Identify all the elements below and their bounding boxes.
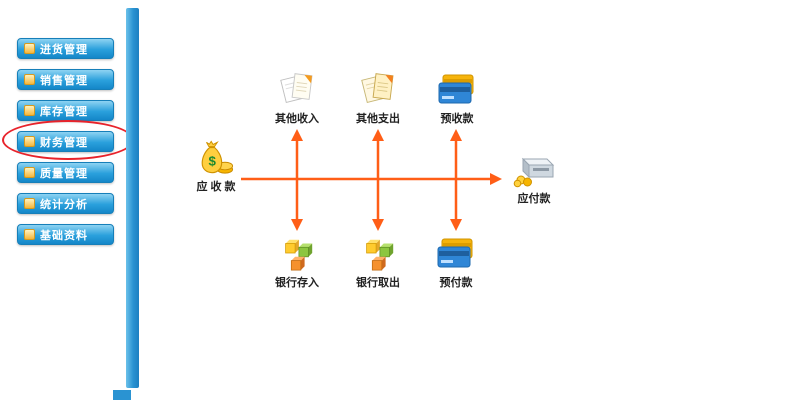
finance-icon	[24, 136, 35, 147]
node-bank-withdrawal[interactable]: 银行取出	[356, 234, 400, 290]
svg-text:$: $	[208, 154, 216, 169]
sidebar-item-statistics[interactable]: 统计分析	[17, 193, 114, 214]
node-prepayment[interactable]: 预付款	[436, 236, 476, 290]
sidebar-item-sales[interactable]: 销售管理	[17, 69, 114, 90]
base-data-icon	[24, 229, 35, 240]
sidebar-item-quality[interactable]: 质量管理	[17, 162, 114, 183]
node-advance-receipt[interactable]: 预收款	[437, 72, 477, 126]
credit-card-icon	[437, 72, 477, 108]
node-label: 预付款	[439, 277, 473, 289]
blocks-icon	[277, 234, 317, 272]
document-icon	[358, 70, 398, 108]
node-other-income[interactable]: 其他收入	[275, 70, 319, 126]
node-label: 银行取出	[356, 277, 400, 289]
node-label: 应付款	[517, 193, 551, 205]
bottom-bar-chip	[113, 390, 131, 400]
document-icon	[277, 70, 317, 108]
sales-icon	[24, 74, 35, 85]
purchase-icon	[24, 43, 35, 54]
sidebar-item-label: 进货管理	[40, 43, 88, 56]
sidebar-item-label: 销售管理	[40, 74, 88, 87]
sidebar-item-base-data[interactable]: 基础资料	[17, 224, 114, 245]
node-other-expense[interactable]: 其他支出	[356, 70, 400, 126]
node-label: 银行存入	[275, 277, 319, 289]
node-payables[interactable]: 应付款	[513, 152, 555, 206]
inventory-icon	[24, 105, 35, 116]
node-label: 预收款	[440, 113, 474, 125]
sidebar: 进货管理 销售管理 库存管理 财务管理 质量管理 统计分析 基础资料	[0, 0, 134, 400]
sidebar-item-inventory[interactable]: 库存管理	[17, 100, 114, 121]
cash-box-icon	[513, 152, 555, 188]
sidebar-item-finance[interactable]: 财务管理	[17, 131, 114, 152]
node-label: 其他收入	[275, 113, 319, 125]
sidebar-item-label: 质量管理	[40, 167, 88, 180]
sidebar-item-purchase[interactable]: 进货管理	[17, 38, 114, 59]
statistics-icon	[24, 198, 35, 209]
sidebar-item-label: 库存管理	[40, 105, 88, 118]
sidebar-item-label: 统计分析	[40, 198, 88, 211]
sidebar-item-label: 基础资料	[40, 229, 88, 242]
sidebar-item-label: 财务管理	[40, 136, 88, 149]
quality-icon	[24, 167, 35, 178]
money-bag-icon: $	[197, 138, 235, 176]
node-bank-deposit[interactable]: 银行存入	[275, 234, 319, 290]
node-label: 应 收 款	[196, 181, 236, 193]
node-receivables[interactable]: $ 应 收 款	[196, 138, 236, 194]
blocks-icon	[358, 234, 398, 272]
sidebar-divider-bar	[126, 8, 139, 388]
credit-card-icon	[436, 236, 476, 272]
node-label: 其他支出	[356, 113, 400, 125]
